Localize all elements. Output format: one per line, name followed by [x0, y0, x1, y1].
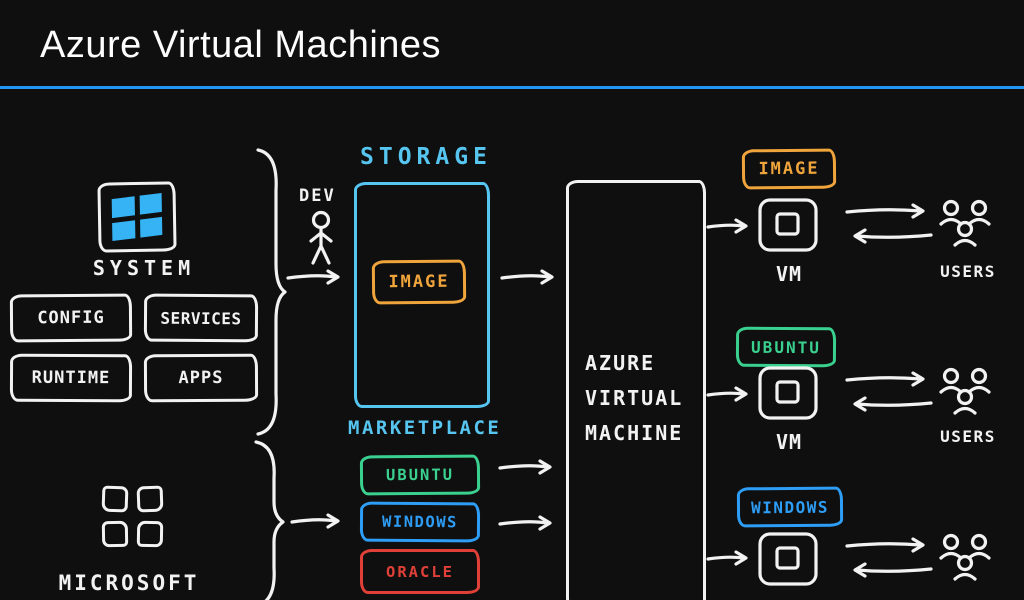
dev-label: DEV — [299, 186, 336, 206]
vm2-icon — [758, 366, 818, 420]
runtime-box: RUNTIME — [9, 353, 133, 403]
microsoft-label: MICROSOFT — [58, 571, 200, 595]
windows-logo-pane — [111, 196, 135, 218]
azure-to-vm3-arrow — [706, 550, 748, 566]
vm2-label: VM — [775, 430, 803, 454]
dev-person-icon — [309, 210, 333, 265]
storage-to-azure-arrow — [500, 269, 554, 285]
storage-title: STORAGE — [360, 144, 492, 170]
vm1-image-tag: IMAGE — [741, 148, 837, 190]
windows-logo-pane — [112, 219, 135, 242]
storage-box — [354, 182, 490, 408]
windows-logo-icon — [97, 181, 177, 253]
users2-icon — [939, 367, 991, 415]
microsoft-logo-square — [136, 520, 164, 548]
header-divider — [0, 86, 1024, 89]
dev-to-storage-arrow — [286, 269, 340, 285]
vm2-users-arrow-left — [853, 396, 933, 412]
vm1-label: VM — [775, 262, 803, 286]
windows-logo-pane — [139, 216, 163, 238]
azure-to-vm1-arrow — [706, 218, 748, 234]
vm1-users-arrow-right — [845, 203, 925, 219]
users2-label: USERS — [940, 427, 996, 446]
vm2-ubuntu-tag: UBUNTU — [735, 326, 837, 368]
azure-vm-label: AZURE VIRTUAL MACHINE — [585, 351, 684, 445]
vm1-users-arrow-left — [853, 228, 933, 244]
marketplace-ubuntu-box: UBUNTU — [359, 454, 481, 496]
config-box: CONFIG — [9, 293, 133, 343]
vm2-users-arrow-right — [845, 371, 925, 387]
vm3-users-arrow-right — [845, 537, 925, 553]
azure-vm-box — [566, 180, 706, 600]
vm1-icon — [758, 198, 818, 252]
azure-to-vm2-arrow — [706, 386, 748, 402]
vm3-icon — [758, 532, 818, 586]
apps-box: APPS — [143, 353, 259, 403]
vm3-windows-tag: WINDOWS — [736, 486, 844, 528]
services-box: SERVICES — [143, 293, 259, 343]
storage-image-box: IMAGE — [371, 259, 467, 305]
windows-logo-panes — [111, 192, 163, 242]
page-title: Azure Virtual Machines — [40, 24, 442, 66]
system-label: SYSTEM — [92, 256, 196, 280]
microsoft-group-brace — [254, 440, 285, 600]
marketplace-title: MARKETPLACE — [348, 417, 502, 439]
users3-icon — [939, 533, 991, 581]
microsoft-to-marketplace-arrow — [290, 513, 340, 529]
microsoft-logo-square — [101, 485, 129, 513]
vm3-users-arrow-left — [853, 562, 933, 578]
windows-logo-pane — [139, 192, 162, 215]
microsoft-logo-square — [136, 485, 164, 513]
marketplace-windows-box: WINDOWS — [359, 501, 481, 543]
users1-label: USERS — [940, 262, 996, 281]
windows-to-azure-arrow — [498, 515, 552, 531]
system-group-brace — [256, 148, 287, 436]
marketplace-oracle-box: ORACLE — [360, 549, 480, 594]
microsoft-logo-icon — [101, 485, 164, 548]
microsoft-logo-square — [101, 520, 129, 548]
ubuntu-to-azure-arrow — [498, 459, 552, 475]
users1-icon — [939, 199, 991, 247]
